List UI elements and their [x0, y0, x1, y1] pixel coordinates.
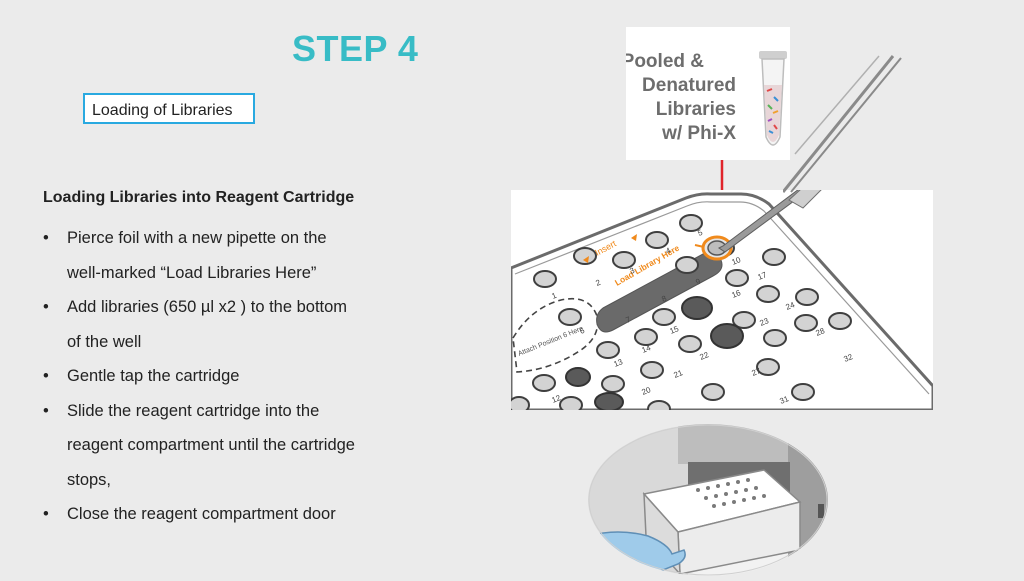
instruction-text: stops, — [67, 470, 112, 489]
tube-label-line: Denatured — [642, 75, 736, 96]
svg-text:8: 8 — [660, 294, 668, 304]
bullet-glyph: • — [43, 401, 49, 420]
bullet-glyph: • — [43, 505, 49, 523]
svg-text:12: 12 — [550, 393, 562, 405]
instruction-text: Slide the reagent cartridge into the — [67, 401, 320, 420]
svg-text:28: 28 — [814, 326, 826, 338]
instruction-text: Close the reagent compartment door — [67, 505, 336, 523]
svg-text:3: 3 — [628, 266, 636, 276]
reagent-compartment-svg — [588, 424, 828, 576]
svg-text:32: 32 — [842, 352, 854, 364]
microtube-icon — [759, 51, 787, 146]
section-heading: Loading Libraries into Reagent Cartridge — [43, 189, 355, 206]
tube-illustration: Pooled & Denatured Libraries w/ Phi-X — [622, 51, 787, 146]
bullet-glyph: • — [43, 229, 49, 247]
svg-text:7: 7 — [624, 315, 632, 325]
svg-text:17: 17 — [756, 270, 768, 282]
cartridge-svg: Attach Position 6 Here — [508, 179, 935, 418]
bullet-glyph: • — [43, 298, 49, 316]
svg-text:23: 23 — [758, 316, 770, 328]
svg-text:20: 20 — [640, 385, 652, 397]
svg-text:1: 1 — [550, 291, 558, 301]
instruction-item: • Slide the reagent cartridge into the r… — [43, 394, 403, 498]
svg-text:10: 10 — [730, 255, 742, 267]
tube-label-line: Pooled & — [626, 51, 704, 72]
instruction-item: • Close the reagent compartment door — [43, 497, 403, 532]
svg-text:16: 16 — [730, 288, 742, 300]
svg-text:6: 6 — [578, 326, 586, 336]
svg-text:15: 15 — [668, 324, 680, 336]
library-tube-panel: Pooled & Denatured Libraries w/ Phi-X — [622, 27, 790, 160]
instruction-text: Add libraries (650 µl x2 ) to the bottom — [67, 298, 348, 316]
pipette-upper-icon — [783, 55, 902, 193]
svg-text:4: 4 — [664, 246, 672, 256]
section-tag: Loading of Libraries — [83, 93, 255, 124]
insert-arrow-icon — [583, 256, 589, 263]
svg-text:5: 5 — [696, 228, 704, 238]
instruction-text: Gentle tap the cartridge — [67, 367, 240, 385]
instruction-item: • Add libraries (650 µl x2 ) to the bott… — [43, 290, 403, 359]
instruction-text: reagent compartment until the cartridge — [67, 436, 355, 454]
tube-label-line: Libraries — [656, 99, 736, 120]
instruction-text: of the well — [67, 332, 142, 351]
instruction-text: Pierce foil with a new pipette on the — [67, 229, 327, 247]
svg-text:27: 27 — [750, 366, 762, 378]
svg-text:22: 22 — [698, 350, 710, 362]
instruction-list: • Pierce foil with a new pipette on the … — [43, 221, 403, 532]
svg-text:13: 13 — [612, 357, 624, 369]
instrument-bay-illustration — [588, 424, 828, 576]
svg-text:24: 24 — [784, 300, 796, 312]
svg-text:2: 2 — [594, 278, 602, 288]
svg-text:9: 9 — [694, 277, 702, 287]
instruction-item: • Pierce foil with a new pipette on the … — [43, 221, 403, 290]
insert-arrow-icon — [631, 234, 637, 241]
svg-text:21: 21 — [672, 368, 684, 380]
instruction-item: • Gentle tap the cartridge — [43, 359, 403, 394]
instruction-text: well-marked “Load Libraries Here” — [67, 263, 317, 282]
svg-text:14: 14 — [640, 343, 652, 355]
svg-text:31: 31 — [778, 394, 790, 406]
well-number-labels: 1 2 3 4 5 6 7 8 9 10 12 13 14 15 16 17 2… — [550, 228, 854, 406]
bullet-glyph: • — [43, 367, 49, 385]
cartridge-diagram: Attach Position 6 Here — [508, 55, 935, 418]
slide-title: STEP 4 — [292, 28, 419, 69]
tube-label-line: w/ Phi-X — [661, 123, 736, 144]
